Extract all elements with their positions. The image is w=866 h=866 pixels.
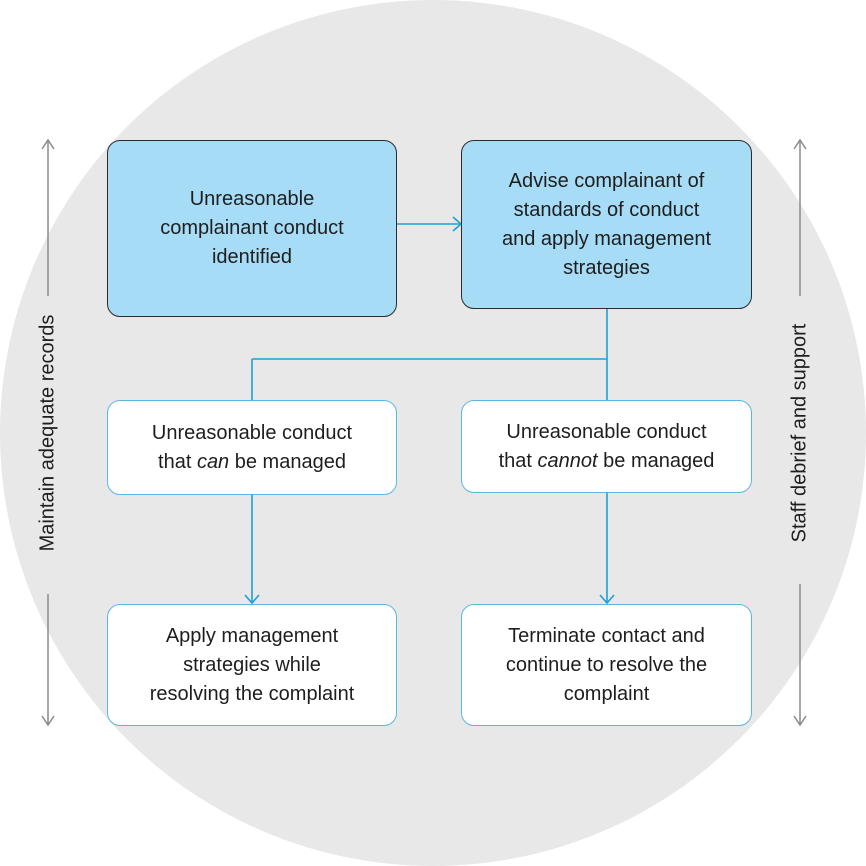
node-conduct-identified: Unreasonable complainant conduct identif… (107, 140, 397, 317)
text-line: strategies (563, 256, 650, 279)
connector-can-to-apply (244, 495, 260, 605)
text-line: complainant conduct (160, 217, 344, 239)
text-fragment: be managed (597, 449, 715, 472)
node-cannot-be-managed: Unreasonable conduct that cannot be mana… (461, 400, 752, 493)
text-line: resolving the complaint (149, 682, 355, 705)
connector-advise-branch (251, 309, 608, 400)
text-line: Advise complainant of (508, 169, 705, 192)
node-terminate-contact-text: Terminate contact and continue to resolv… (506, 622, 707, 709)
connector-cannot-to-terminate (599, 493, 615, 605)
text-fragment: be managed (229, 450, 346, 473)
left-arrow-up-head (41, 138, 55, 150)
left-arrow-down-head (41, 715, 55, 727)
text-line: continue to resolve the (505, 653, 708, 676)
node-conduct-identified-text: Unreasonable complainant conduct identif… (160, 185, 343, 272)
text-fragment: that (158, 450, 197, 473)
side-label-support: Staff debrief and support (788, 323, 811, 543)
node-terminate-contact: Terminate contact and continue to resolv… (461, 604, 752, 726)
node-can-be-managed-text: Unreasonable conduct that can be managed (152, 419, 352, 477)
text-line: Apply management (165, 624, 339, 647)
side-label-records: Maintain adequate records (36, 314, 59, 552)
node-advise-complainant-text: Advise complainant of standards of condu… (502, 167, 711, 283)
right-arrow-up-head (793, 138, 807, 150)
node-advise-complainant: Advise complainant of standards of condu… (461, 140, 752, 309)
node-can-be-managed: Unreasonable conduct that can be managed (107, 400, 397, 495)
text-line: and apply management (501, 227, 712, 250)
text-line: strategies while (183, 653, 321, 676)
emphasis-text: cannot (537, 449, 598, 472)
text-line: Terminate contact and (508, 624, 705, 647)
text-line: Unreasonable conduct (506, 420, 707, 443)
text-line: that cannot be managed (499, 447, 715, 476)
node-apply-strategies-text: Apply management strategies while resolv… (150, 622, 355, 709)
left-side-arrow (41, 138, 55, 727)
text-line: identified (211, 246, 293, 268)
node-cannot-be-managed-text: Unreasonable conduct that cannot be mana… (499, 418, 715, 476)
node-apply-strategies: Apply management strategies while resolv… (107, 604, 397, 726)
text-line: Unreasonable conduct (151, 421, 353, 444)
right-arrow-down-head (793, 715, 807, 727)
emphasis-text: can (196, 450, 230, 473)
text-line: Unreasonable (189, 188, 315, 210)
text-fragment: that (498, 449, 538, 472)
text-line: standards of conduct (513, 198, 700, 221)
right-side-arrow (793, 138, 807, 727)
text-line: that can be managed (152, 448, 352, 477)
text-line: complaint (563, 682, 650, 705)
